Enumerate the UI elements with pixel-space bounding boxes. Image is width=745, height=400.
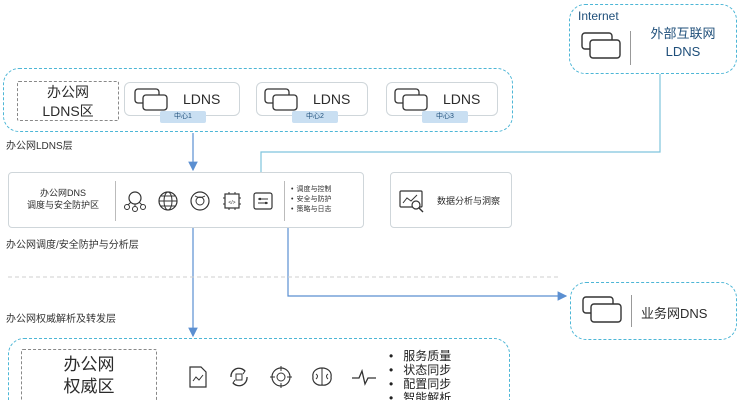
authority-layer-caption: 办公网权威解析及转发层 [6,314,116,325]
business-dns-box: 业务网DNS [570,282,737,340]
globe-icon [157,190,179,217]
dispatch-box: 办公网DNS 调度与安全防护区 </> 调度与控制 安全与防护 策略与日志 [8,172,364,228]
server-icon [577,295,625,330]
server-icon [576,31,624,66]
dispatch-layer-caption: 办公网调度/安全防护与分析层 [6,240,139,251]
network-icon [123,190,147,217]
ldns-server-label: LDNS [443,91,481,107]
dispatch-bullets: 调度与控制 安全与防护 策略与日志 [291,185,331,215]
authority-zone-label: 办公网 权威区 [63,355,115,396]
center-tag-1: 中心1 [160,111,206,123]
dispatch-divider-2 [284,181,285,221]
bio-shield-icon [189,190,211,217]
internet-divider [630,31,631,65]
server-icon [391,87,431,118]
center-tag-2: 中心2 [292,111,338,123]
business-divider [631,295,632,327]
internet-title: 外部互联网 LDNS [650,26,716,59]
target-icon [269,365,293,394]
dispatch-title: 办公网DNS 调度与安全防护区 [26,188,99,210]
svg-text:</>: </> [228,200,235,206]
line-dispatch-to-internet [260,74,661,172]
switch-icon [252,190,274,217]
dispatch-bullet: 调度与控制 [291,185,331,195]
ldns-zone-label: 办公网 LDNS区 [42,84,94,119]
server-icon [131,87,171,118]
authority-layer-box: 办公网 权威区 服务质量 状态同步 配置同步 智能解析 [8,338,510,400]
ldns-server-label: LDNS [313,91,351,107]
ldns-server-3: LDNS [386,82,498,116]
dispatch-divider-1 [115,181,116,221]
chip-icon: </> [221,190,243,217]
ldns-layer-caption: 办公网LDNS层 [6,141,73,152]
authority-bullet: 状态同步 [389,363,451,377]
ldns-zone-box: 办公网 LDNS区 [17,81,119,121]
dispatch-bullet: 安全与防护 [291,195,331,205]
authority-bullets: 服务质量 状态同步 配置同步 智能解析 [389,349,451,400]
authority-bullet: 智能解析 [389,391,451,400]
ldns-server-label: LDNS [183,91,221,107]
analysis-icon [399,189,425,218]
document-chart-icon [187,365,209,394]
internet-tag: Internet [578,9,619,23]
ldns-server-1: LDNS [124,82,240,116]
analysis-box: 数据分析与洞察 [390,172,512,228]
center-tag-3: 中心3 [422,111,468,123]
server-icon [261,87,301,118]
authority-bullet: 服务质量 [389,349,451,363]
dispatch-bullet: 策略与日志 [291,205,331,215]
internet-ldns-box: Internet 外部互联网 LDNS [569,4,737,74]
arrow-dispatch-to-business [287,228,568,301]
brain-icon [309,365,335,394]
authority-zone-box: 办公网 权威区 [21,349,157,400]
analysis-label: 数据分析与洞察 [437,196,501,206]
pulse-icon [351,365,377,394]
business-dns-label: 业务网DNS [641,306,708,321]
sync-icon [227,365,251,394]
authority-bullet: 配置同步 [389,377,451,391]
